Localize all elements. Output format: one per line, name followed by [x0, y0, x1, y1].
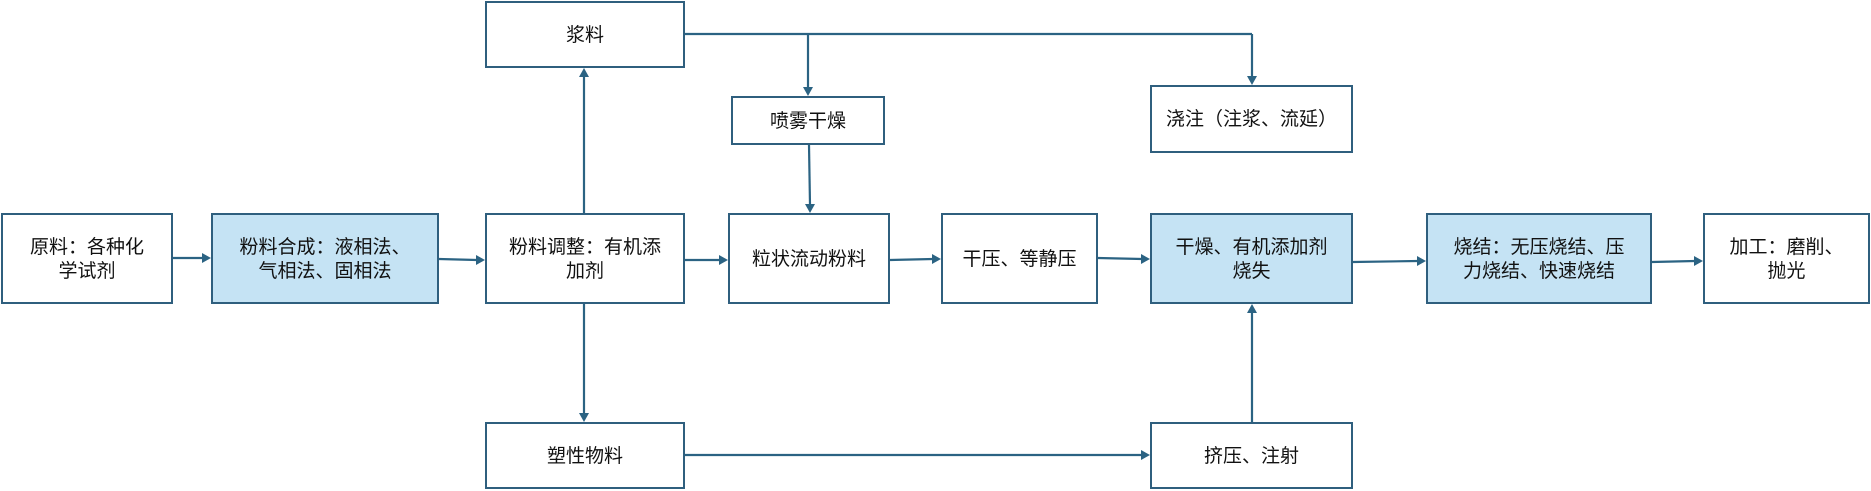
powder-synthesis-label: 粉料合成：液相法、 气相法、固相法 — [239, 235, 411, 282]
spray-drying-box: 喷雾干燥 — [731, 96, 885, 145]
arrow-synthesis-to-adjust-head — [476, 255, 485, 265]
casting-label: 浇注（注浆、流延） — [1165, 108, 1337, 130]
extrusion-box: 挤压、注射 — [1150, 422, 1353, 489]
machining-box: 加工：磨削、 抛光 — [1703, 213, 1870, 304]
arrow-slurry-to-spray-head — [803, 87, 813, 96]
arrow-press-to-dry-head — [1141, 254, 1150, 264]
arrow-slurry-to-casting-head — [1247, 76, 1257, 85]
arrow-adjust-to-granular-head — [719, 255, 728, 265]
arrow-sinter-to-machining-head — [1694, 256, 1703, 266]
arrow-sinter-to-machining-line — [1651, 259, 1696, 264]
granular-powder-box: 粒状流动粉料 — [728, 213, 890, 304]
arrow-adjust-to-plastic-head — [579, 413, 589, 422]
powder-adjustment-box: 粉料调整：有机添 加剂 — [485, 213, 685, 304]
arrow-plastic-to-extrude-head — [1141, 450, 1150, 460]
powder-adjustment-label: 粉料调整：有机添 加剂 — [508, 235, 661, 282]
drying-burnout-label: 干燥、有机添加剂 烧失 — [1175, 235, 1328, 282]
plastic-material-label: 塑性物料 — [546, 444, 623, 467]
arrow-extrude-to-dry-head — [1247, 304, 1257, 313]
raw-material-box: 原料：各种化 学试剂 — [1, 213, 173, 304]
arrow-dry-to-sinter-line — [1352, 259, 1419, 264]
arrow-dry-to-sinter-head — [1417, 256, 1426, 266]
pressing-label: 干压、等静压 — [962, 247, 1077, 270]
arrow-granular-to-press-head — [932, 254, 941, 264]
arrow-granular-to-press-line — [889, 257, 934, 262]
arrow-spray-to-granular-line — [807, 144, 812, 206]
plastic-material-box: 塑性物料 — [485, 422, 685, 489]
pressing-box: 干压、等静压 — [941, 213, 1098, 304]
raw-material-label: 原料：各种化 学试剂 — [29, 235, 144, 282]
sintering-box: 烧结：无压烧结、压 力烧结、快速烧结 — [1426, 213, 1652, 304]
powder-synthesis-box: 粉料合成：液相法、 气相法、固相法 — [211, 213, 439, 304]
casting-box: 浇注（注浆、流延） — [1150, 85, 1353, 153]
arrow-raw-to-synthesis-head — [202, 253, 211, 263]
arrow-press-to-dry-line — [1097, 256, 1143, 261]
spray-drying-label: 喷雾干燥 — [769, 109, 846, 132]
arrow-synthesis-to-adjust-line — [438, 257, 478, 262]
arrow-spray-to-granular-head — [805, 204, 815, 213]
granular-powder-label: 粒状流动粉料 — [751, 247, 866, 270]
slurry-label: 浆料 — [565, 23, 604, 46]
slurry-box: 浆料 — [485, 1, 685, 68]
drying-burnout-box: 干燥、有机添加剂 烧失 — [1150, 213, 1353, 304]
extrusion-label: 挤压、注射 — [1203, 444, 1299, 467]
sintering-label: 烧结：无压烧结、压 力烧结、快速烧结 — [1453, 235, 1625, 282]
arrow-adjust-to-slurry-head — [579, 68, 589, 77]
machining-label: 加工：磨削、 抛光 — [1729, 235, 1844, 282]
